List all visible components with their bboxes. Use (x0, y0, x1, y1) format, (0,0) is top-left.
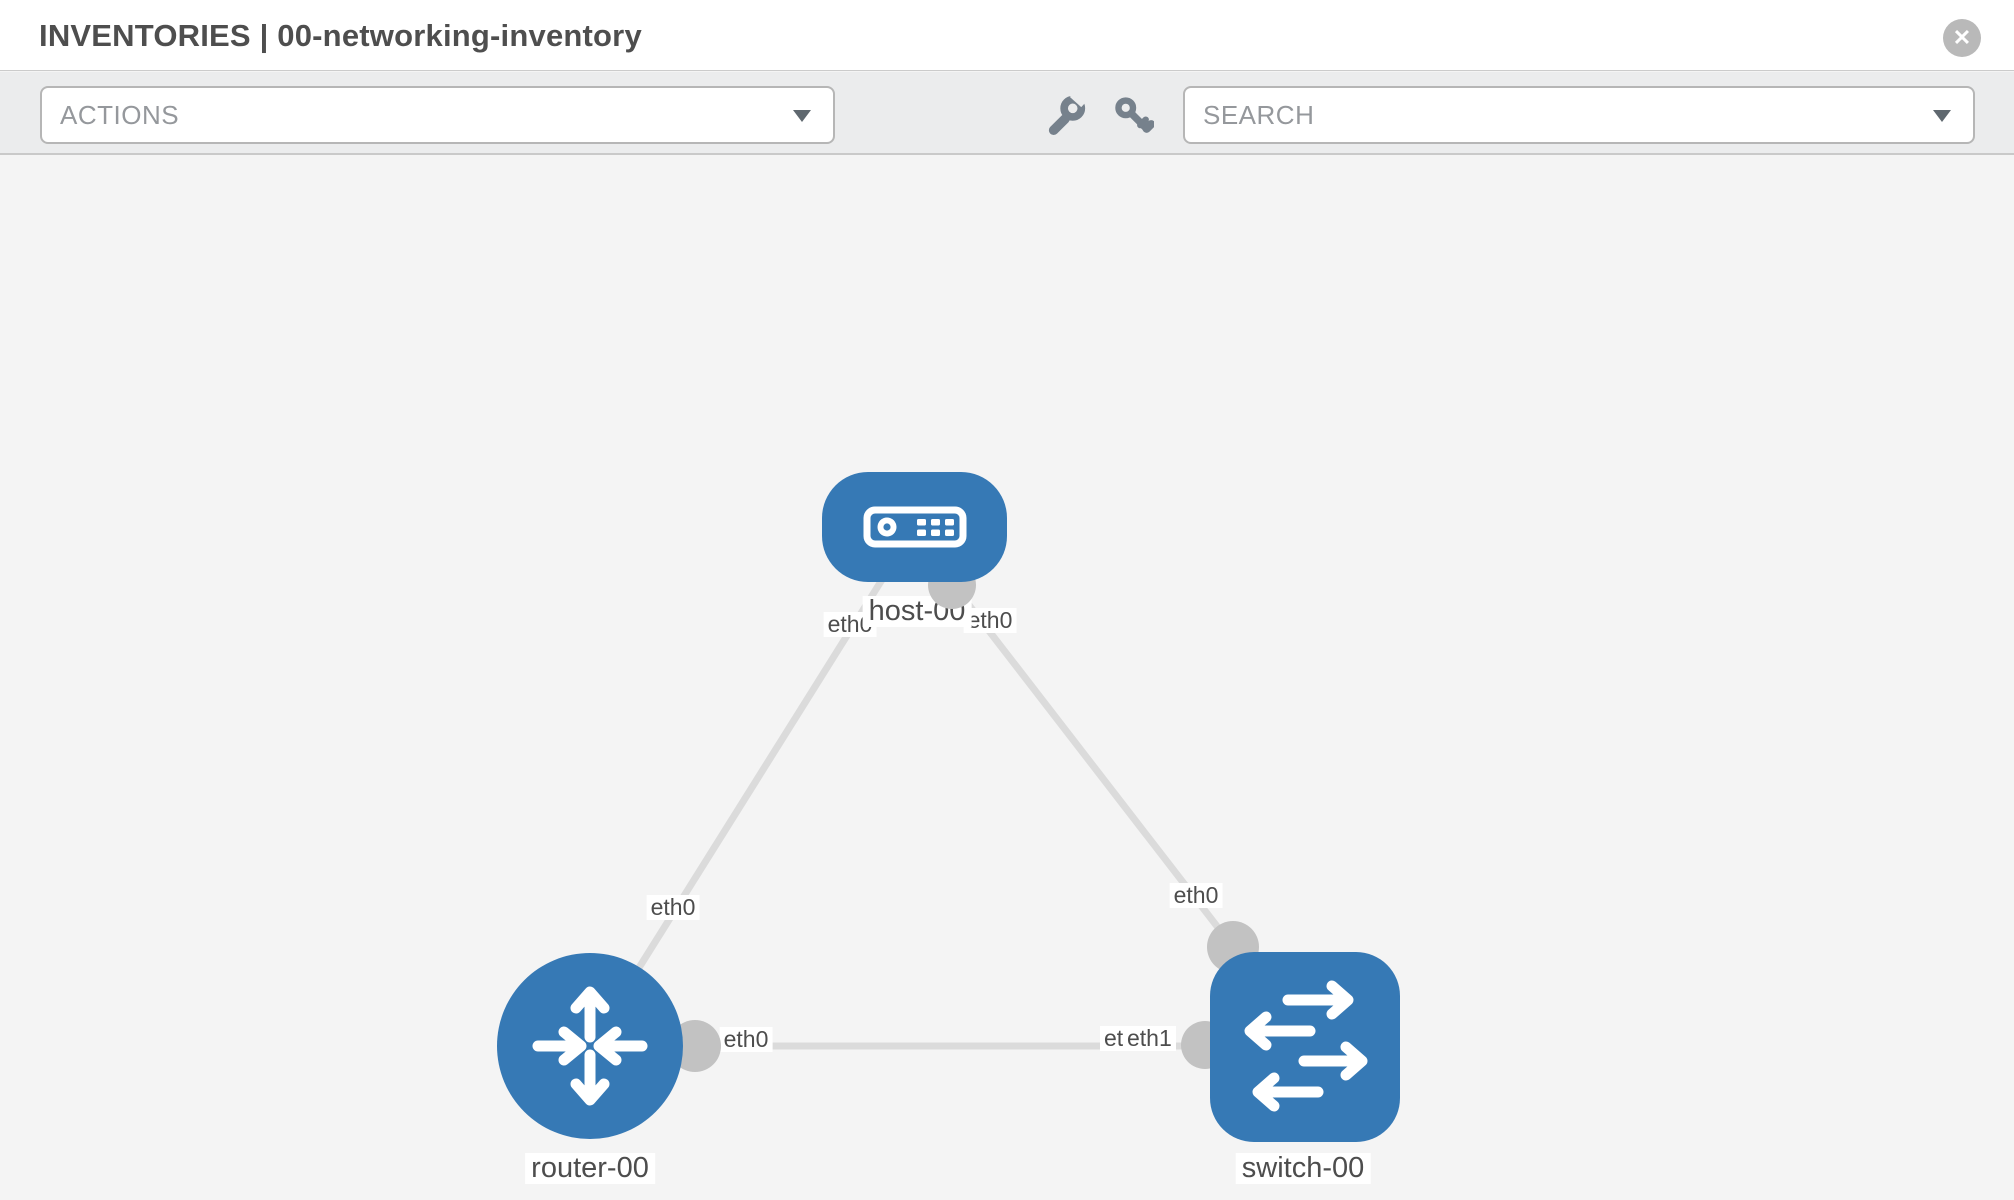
iface-label-switch-eth1: eth1 (1123, 1026, 1176, 1051)
topology-links (587, 525, 1236, 1050)
close-button[interactable]: ✕ (1943, 19, 1981, 57)
chevron-down-icon (1933, 110, 1951, 122)
configure-button[interactable] (1046, 88, 1089, 141)
topology-canvas[interactable]: eth0 eth0 eth0 eth0 eth0 eth1 eth1 host-… (0, 155, 2014, 1200)
key-icon (1115, 97, 1156, 133)
header-bar: INVENTORIES | 00-networking-inventory ✕ (0, 0, 2014, 71)
node-label-router: router-00 (525, 1153, 655, 1184)
iface-label-host-eth0-right: eth0 (963, 608, 1017, 633)
actions-dropdown-label: ACTIONS (60, 99, 180, 130)
node-label-switch: switch-00 (1235, 1153, 1371, 1184)
search-placeholder: SEARCH (1203, 99, 1315, 130)
actions-dropdown[interactable]: ACTIONS (40, 86, 835, 144)
node-switch[interactable] (1210, 952, 1400, 1142)
host-icon (863, 506, 966, 548)
page-title: INVENTORIES | 00-networking-inventory (39, 18, 642, 53)
router-icon (532, 986, 648, 1106)
iface-label-switch-eth0-diag: eth0 (1169, 883, 1223, 908)
wrench-icon (1048, 88, 1089, 136)
chevron-down-icon (793, 110, 811, 122)
switch-icon (1244, 980, 1368, 1112)
node-host[interactable] (822, 472, 1007, 582)
credentials-button[interactable] (1112, 96, 1156, 141)
search-dropdown[interactable]: SEARCH (1183, 86, 1975, 144)
node-router[interactable] (497, 953, 683, 1139)
toolbar: ACTIONS SEARCH (0, 72, 2014, 155)
iface-label-router-eth0-diag: eth0 (646, 895, 700, 920)
iface-label-router-eth0-horiz: eth0 (719, 1027, 773, 1052)
close-icon: ✕ (1952, 25, 1972, 50)
